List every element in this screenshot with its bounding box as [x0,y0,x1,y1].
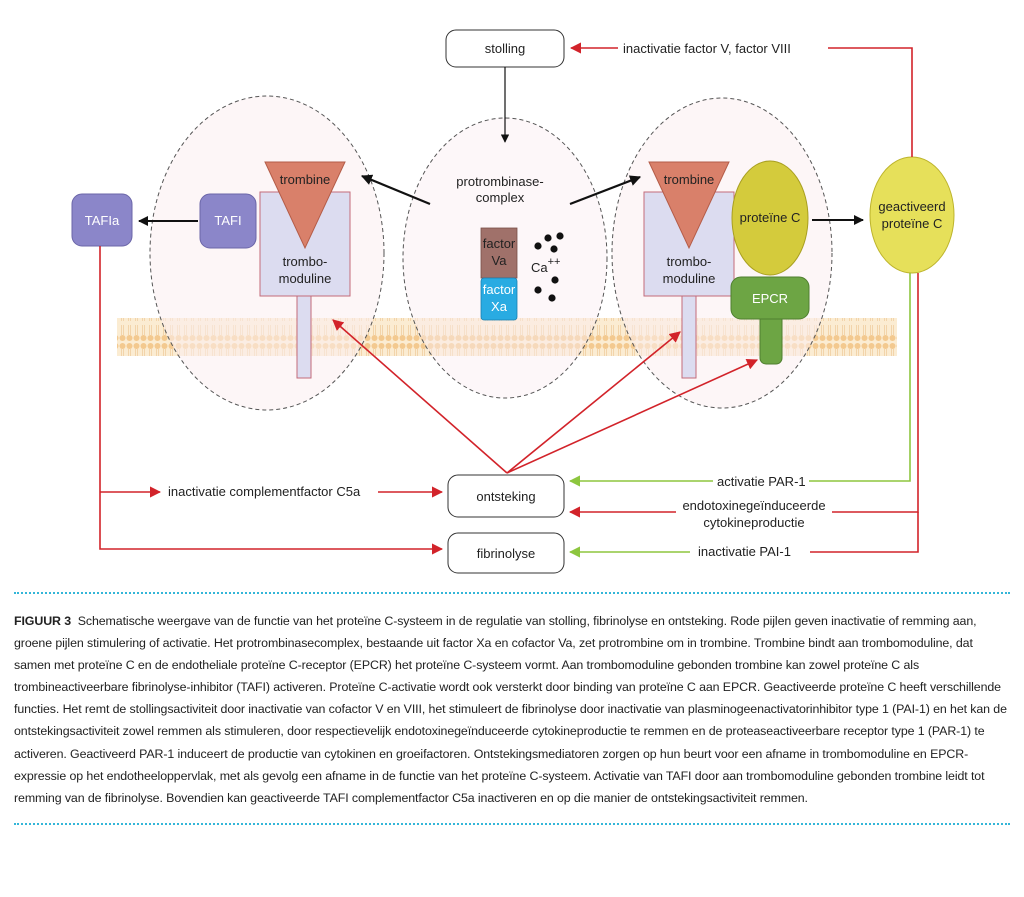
trombine-left-shape [264,161,346,250]
protrombinase-label-2: complex [476,190,525,205]
factor-xa-label-1: factor [483,282,516,297]
geactiveerd-proteine-c-shape [869,156,955,274]
fibrinolyse-box [447,532,565,574]
trombine-right-shape [648,161,730,250]
trombomoduline-right-label-1: trombo- [667,254,712,269]
protrombinase-label-1: protrombinase- [456,174,543,189]
figure-caption: FIGUUR 3 Schematische weergave van de fu… [14,610,1010,809]
epcr-head [730,276,810,320]
arrow-activatie-par1 [568,273,911,487]
protein-c-diagram: stolling protrombinase- complex factor V… [71,29,955,574]
factor-xa-box [480,277,518,321]
trombomoduline-left-label-2: moduline [279,271,332,286]
trombomoduline-left-label-1: trombo- [283,254,328,269]
arrow-tafia-down [99,246,444,555]
arrow-pai1-red [810,512,919,553]
caption-rule-bottom [14,823,1010,825]
proteine-c-shape [731,160,809,276]
tafi-label: TAFI [214,213,241,228]
fibrinolyse-label: fibrinolyse [477,546,536,561]
factor-xa-label-2: Xa [491,299,508,314]
label-inactivatie-v-viii: inactivatie factor V, factor VIII [623,41,791,56]
caption-text: Schematische weergave van de functie van… [14,614,1007,805]
label-activatie-par1: activatie PAR-1 [717,474,806,489]
geactiveerd-label-1: geactiveerd [878,199,945,214]
arrow-complex-to-left-trombine [360,174,431,206]
label-endotoxine-2: cytokineproductie [703,515,804,530]
label-inactivatie-c5a: inactivatie complementfactor C5a [168,484,361,499]
caption-rule-top [14,592,1010,594]
tafia-box [71,193,133,247]
calcium-ions [534,232,564,302]
epcr-label: EPCR [752,291,788,306]
arrow-complex-to-right-trombine [569,175,642,206]
factor-va-label-2: Va [492,253,508,268]
proteine-c-label: proteïne C [740,210,801,225]
label-inactivatie-pai1: inactivatie PAI-1 [698,544,791,559]
ontsteking-label: ontsteking [476,489,535,504]
tafi-box [199,193,257,249]
label-endotoxine-1: endotoxinegeïnduceerde [682,498,825,513]
ontsteking-box [447,474,565,518]
trombine-left-label: trombine [280,172,331,187]
trombine-right-label: trombine [664,172,715,187]
factor-va-label-1: factor [483,236,516,251]
arrow-ontsteking-to-right-tm [506,331,681,474]
tafia-label: TAFIa [85,213,120,228]
figure-label: FIGUUR 3 [14,614,72,628]
trombomoduline-left-stem [296,295,312,379]
trombomoduline-right-label-2: moduline [663,271,716,286]
arrow-ontsteking-to-epcr [506,359,759,474]
geactiveerd-label-2: proteïne C [882,216,943,231]
calcium-superscript: ++ [548,256,561,268]
calcium-label: Ca++ [531,256,560,275]
trombomoduline-right-stem [681,295,697,379]
stolling-label: stolling [485,41,525,56]
arrow-ontsteking-to-left-tm [332,319,508,474]
